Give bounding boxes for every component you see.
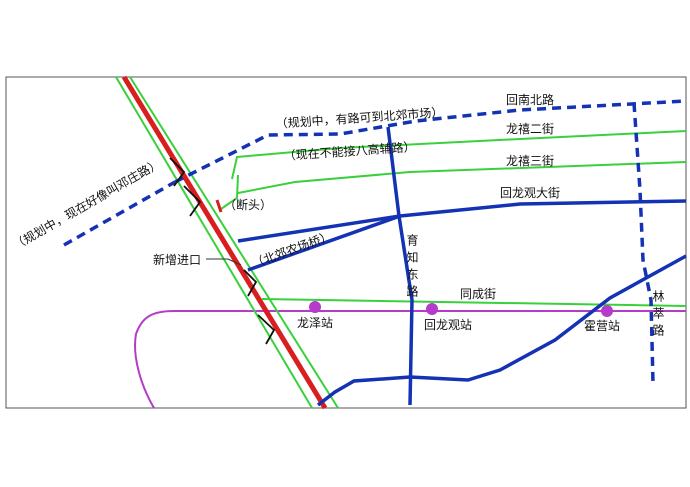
ramp-arrow-north [169, 157, 186, 187]
label-station-longze: 龙泽站 [297, 316, 333, 330]
road-beijiao-farm-bridge-ramp [247, 214, 401, 272]
label-huinan-north-road: 回南北路 [506, 92, 554, 107]
road-planned-linsui [632, 102, 655, 384]
callout-leader-new-entrance [206, 258, 242, 266]
map-frame [5, 76, 687, 409]
metro-line [134, 310, 686, 409]
station-huilongguan-marker [426, 303, 438, 315]
road-planned-north-loop [174, 99, 687, 184]
ramp-arrow-mid [183, 185, 202, 217]
expressway-edge-right [129, 76, 339, 409]
road-planned-dengzhuang [63, 180, 176, 247]
label-longjin-3rd-street: 龙禧三街 [506, 154, 554, 168]
label-linsui-road: 林萃路 [651, 290, 665, 341]
label-dead-end: （断头） [224, 197, 272, 212]
label-tongcheng-street: 同成街 [460, 287, 496, 301]
road-tongcheng-street [261, 298, 687, 307]
road-connector-green [220, 174, 239, 210]
expressway-badaling [121, 75, 328, 410]
road-longjin-2nd-street [231, 130, 687, 180]
expressway-edge-left [115, 76, 313, 409]
label-huilongguan-avenue: 回龙观大街 [500, 186, 560, 200]
label-yuzhi-east-road: 育知东路 [405, 233, 419, 302]
label-station-huoying: 霍营站 [584, 319, 620, 333]
ramp-arrow-south-2 [257, 314, 276, 345]
road-yuzhi-east-road [386, 126, 414, 406]
label-new-entrance: 新增进口 [153, 252, 201, 267]
road-longjin-3rd-street [237, 161, 687, 194]
road-huilongguan-avenue [237, 199, 687, 243]
station-longze-marker [309, 301, 321, 313]
ramp-arrow-south-1 [243, 269, 258, 297]
label-station-huilongguan: 回龙观站 [424, 318, 472, 332]
label-longjin-2nd-street: 龙禧二街 [506, 122, 554, 136]
dead-end-marker [215, 199, 223, 213]
station-huoying-marker [601, 305, 613, 317]
road-southern-link [316, 254, 687, 407]
